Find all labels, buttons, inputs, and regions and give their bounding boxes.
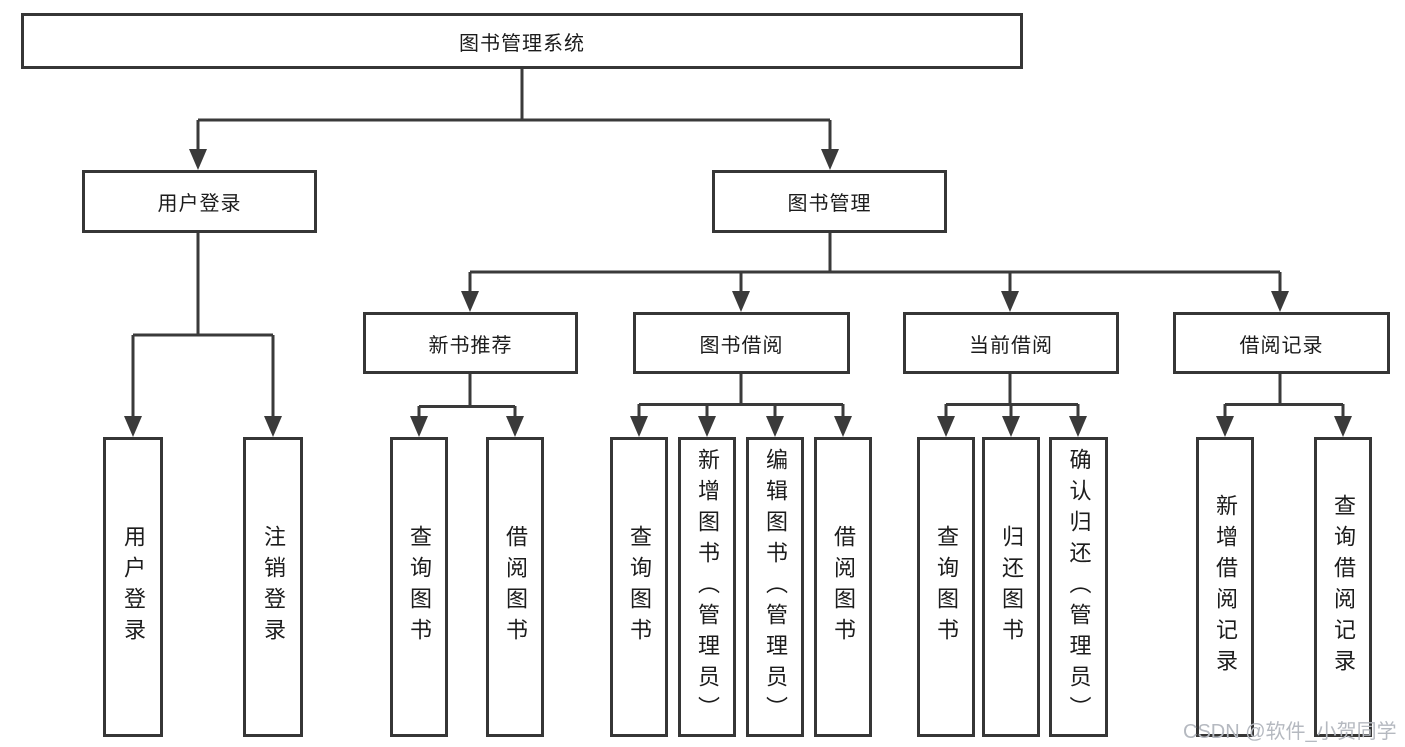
node-borrow-records-label: 借阅记录 (1239, 334, 1324, 357)
node-book-borrow: 图书借阅 (633, 312, 850, 374)
leaf-return-books-label: 归还图书 (999, 525, 1024, 649)
leaf-add-borrow-record: 新增借阅记录 (1196, 437, 1254, 737)
leaf-logout-label: 注销登录 (261, 525, 286, 649)
leaf-borrow-books-1-label: 借阅图书 (503, 525, 528, 649)
leaf-query-books-2: 查询图书 (610, 437, 668, 737)
leaf-query-borrow-record: 查询借阅记录 (1314, 437, 1372, 737)
node-new-book-recommend: 新书推荐 (363, 312, 578, 374)
leaf-query-books-2-label: 查询图书 (627, 525, 652, 649)
node-book-borrow-label: 图书借阅 (699, 334, 784, 357)
node-user-login-label: 用户登录 (157, 193, 242, 215)
arrowheads-group (124, 120, 1352, 437)
leaf-query-books-1-label: 查询图书 (407, 525, 432, 649)
node-root-label: 图书管理系统 (459, 32, 585, 55)
leaf-add-borrow-record-label: 新增借阅记录 (1213, 494, 1238, 680)
leaf-query-borrow-record-label: 查询借阅记录 (1331, 494, 1356, 680)
leaf-edit-books-admin: 编辑图书（管理员） (746, 437, 804, 737)
leaf-confirm-return-admin-label: 确认归还（管理员） (1066, 447, 1092, 727)
leaf-user-login: 用户登录 (103, 437, 163, 737)
leaf-confirm-return-admin: 确认归还（管理员） (1049, 437, 1108, 737)
leaf-return-books: 归还图书 (982, 437, 1040, 737)
leaf-add-books-admin-label: 新增图书（管理员） (695, 447, 720, 727)
leaf-borrow-books-2: 借阅图书 (814, 437, 872, 737)
leaf-add-books-admin: 新增图书（管理员） (678, 437, 736, 737)
node-root-library-system: 图书管理系统 (21, 13, 1023, 69)
leaf-borrow-books-1: 借阅图书 (486, 437, 544, 737)
leaf-edit-books-admin-label: 编辑图书（管理员） (763, 447, 788, 727)
leaf-logout: 注销登录 (243, 437, 303, 737)
node-current-borrow: 当前借阅 (903, 312, 1119, 374)
leaf-query-books-3-label: 查询图书 (934, 525, 959, 649)
node-new-book-recommend-label: 新书推荐 (428, 334, 513, 357)
node-book-management: 图书管理 (712, 170, 947, 233)
node-user-login: 用户登录 (82, 170, 317, 233)
node-borrow-records: 借阅记录 (1173, 312, 1390, 374)
leaf-query-books-3: 查询图书 (917, 437, 975, 737)
leaf-borrow-books-2-label: 借阅图书 (831, 525, 856, 649)
csdn-watermark: CSDN @软件_小贺同学 (1183, 721, 1397, 743)
leaf-query-books-1: 查询图书 (390, 437, 448, 737)
node-book-management-label: 图书管理 (787, 193, 872, 215)
leaf-user-login-label: 用户登录 (121, 525, 146, 649)
node-current-borrow-label: 当前借阅 (969, 334, 1053, 357)
